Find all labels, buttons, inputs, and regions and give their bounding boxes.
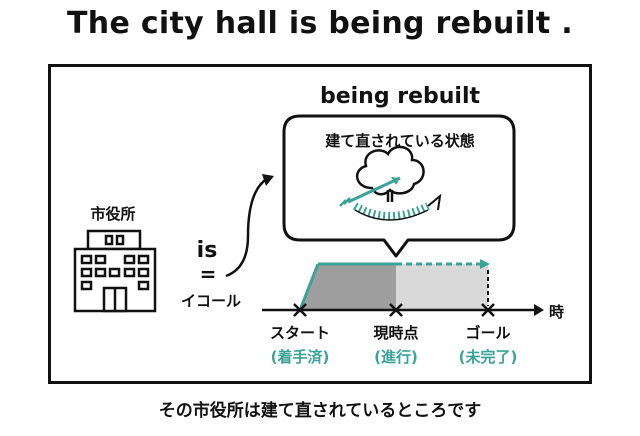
subtitle: being rebuilt: [319, 84, 481, 109]
building-label: 市役所: [90, 205, 136, 223]
timeline-goal-status: (未完了): [458, 348, 518, 366]
caption: その市役所は建て直されているところです: [158, 401, 482, 421]
main-title: The city hall is being rebuilt .: [67, 6, 573, 41]
bubble-text: 建て直されている状態: [325, 132, 475, 150]
timeline-now-status: (進行): [374, 348, 418, 366]
timeline-now-label: 現時点: [373, 324, 419, 342]
building-icon: [73, 229, 157, 313]
time-axis-label: 時: [549, 303, 565, 321]
equal-word: イコール: [180, 292, 241, 310]
progress-bar: [298, 259, 490, 311]
is-label: is: [196, 238, 218, 263]
progress-done: [300, 264, 396, 310]
time-axis: [262, 303, 544, 317]
rotate-arrow-icon: [339, 176, 442, 221]
equals-sign: =: [199, 262, 217, 286]
timeline-start-status: (着手済): [270, 348, 330, 366]
progress-remaining: [396, 264, 488, 310]
timeline-goal-label: ゴール: [465, 324, 511, 342]
curved-arrow-icon: [225, 174, 274, 278]
diagram-frame: [48, 64, 592, 384]
tree-icon: [356, 145, 425, 202]
timeline-start-label: スタート: [269, 324, 330, 342]
